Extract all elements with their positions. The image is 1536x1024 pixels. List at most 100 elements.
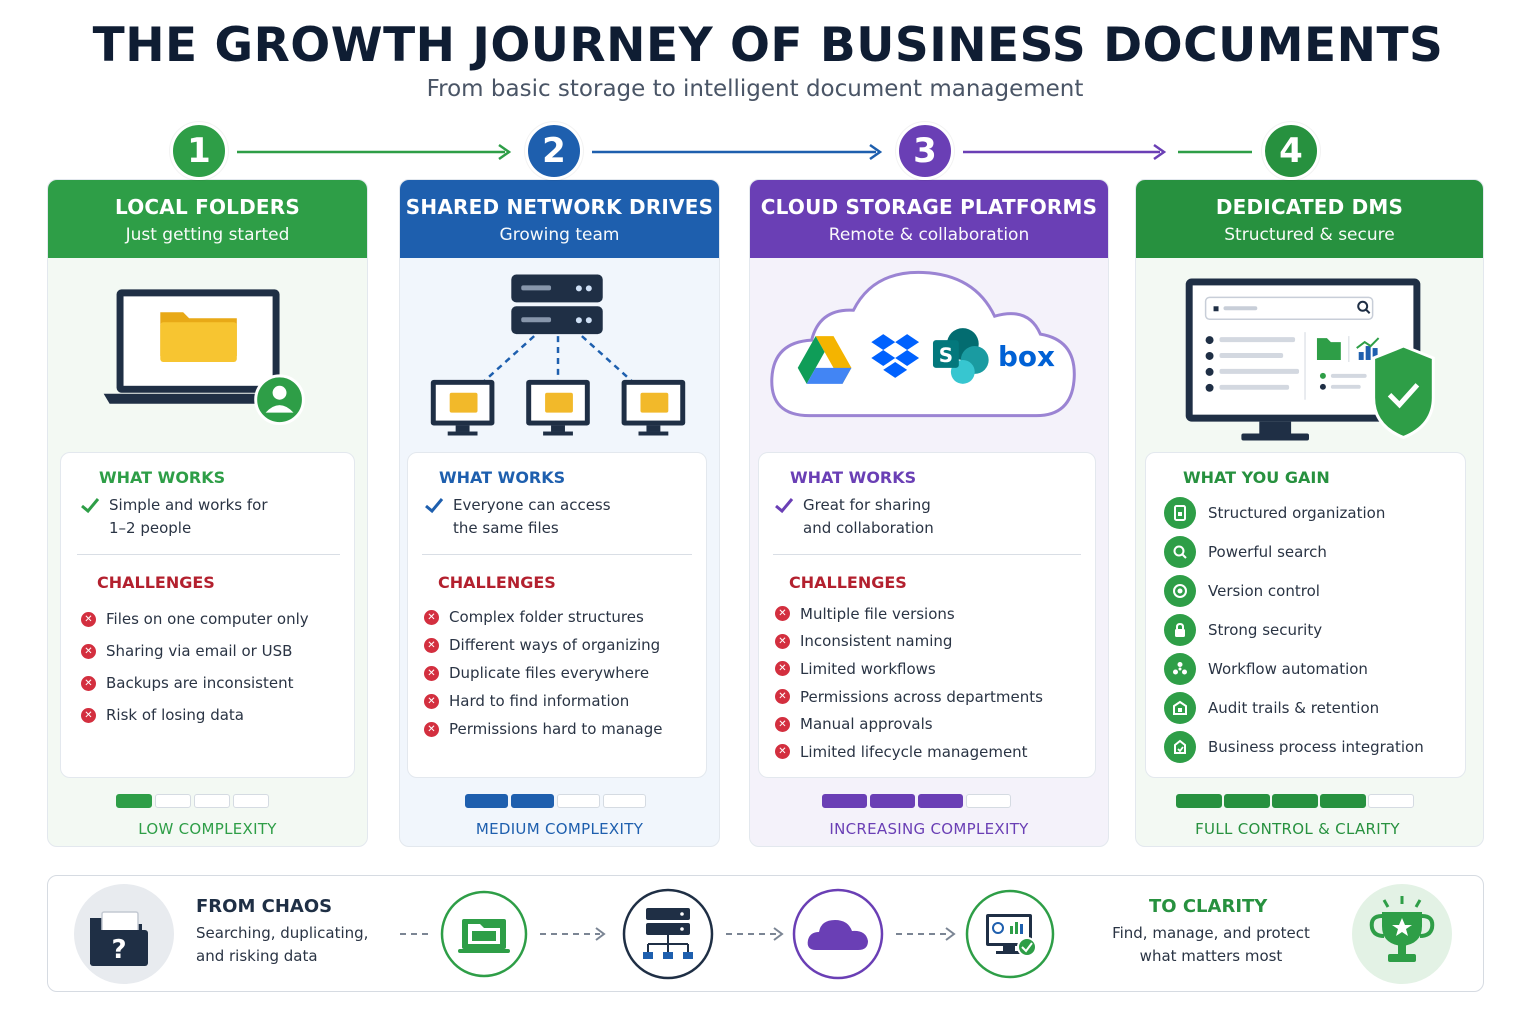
challenge-item: ✕Permissions hard to manage — [424, 715, 662, 743]
step-badge-4: 4 — [1262, 122, 1320, 180]
page-subtitle: From basic storage to intelligent docume… — [426, 76, 1084, 102]
complexity-segment — [511, 794, 554, 808]
stage-card-dedicated-dms: DEDICATED DMS Structured & secure WHAT Y… — [1135, 179, 1484, 847]
x-circle-icon: ✕ — [81, 643, 96, 659]
works-line-1: Simple and works for — [109, 496, 268, 514]
gain-item: Strong security — [1164, 610, 1424, 649]
laptop-folder-illustration — [103, 289, 305, 426]
chaos-folder-icon: ? — [74, 884, 174, 984]
svg-text:S: S — [939, 344, 953, 367]
complexity-segment — [194, 794, 230, 808]
dms-dashboard-illustration — [1185, 278, 1435, 441]
card-header: CLOUD STORAGE PLATFORMS Remote & collabo… — [750, 180, 1108, 258]
complexity-segment — [870, 794, 915, 808]
gains-list: Structured organization Powerful search … — [1164, 493, 1424, 766]
challenge-item: ✕Files on one computer only — [81, 603, 309, 635]
cloud-icon — [770, 270, 1076, 418]
stage-icon-cloud — [792, 888, 884, 980]
challenges-list: ✕Multiple file versions ✕Inconsistent na… — [775, 600, 1043, 766]
complexity-segment — [822, 794, 867, 808]
works-label: WHAT WORKS — [790, 468, 917, 487]
archive-icon — [1164, 691, 1196, 724]
dash-arrowhead-1 — [595, 927, 606, 941]
stage-icon-dms — [965, 889, 1055, 979]
google-drive-icon — [797, 336, 852, 384]
gain-item: Powerful search — [1164, 532, 1424, 571]
challenge-item: ✕Duplicate files everywhere — [424, 659, 662, 687]
workflow-icon — [1164, 652, 1196, 685]
card-title: LOCAL FOLDERS — [115, 195, 300, 219]
works-line-2: 1–2 people — [109, 519, 192, 537]
folder-icon — [160, 312, 237, 362]
to-title: TO CLARITY — [1149, 896, 1268, 917]
step-badge-2: 2 — [525, 122, 583, 180]
works-line-1: Great for sharing — [803, 496, 931, 514]
page-title: THE GROWTH JOURNEY OF BUSINESS DOCUMENTS — [92, 18, 1444, 73]
card-subtitle: Structured & secure — [1224, 225, 1395, 245]
card-header: DEDICATED DMS Structured & secure — [1136, 180, 1483, 258]
works-line-2: the same files — [453, 519, 559, 537]
server-icon — [511, 274, 603, 335]
laptop-base — [103, 393, 293, 404]
check-icon — [81, 498, 100, 514]
x-circle-icon: ✕ — [81, 611, 96, 627]
challenge-item: ✕Different ways of organizing — [424, 631, 662, 659]
magnifier-icon — [1164, 535, 1196, 568]
from-title: FROM CHAOS — [196, 896, 333, 917]
lock-icon — [1164, 613, 1196, 646]
to-line-2: what matters most — [1139, 947, 1283, 965]
complexity-segment — [1272, 794, 1318, 808]
card-subtitle: Remote & collaboration — [828, 225, 1030, 245]
monitor-icon-right — [621, 379, 686, 436]
gain-item: Audit trails & retention — [1164, 688, 1424, 727]
arrowhead-3-4 — [1153, 143, 1167, 161]
card-title: CLOUD STORAGE PLATFORMS — [760, 195, 1098, 219]
x-circle-icon: ✕ — [775, 744, 790, 760]
complexity-segment — [155, 794, 191, 808]
complexity-segment — [918, 794, 963, 808]
bar-chart-icon — [1356, 337, 1380, 360]
complexity-label: FULL CONTROL & CLARITY — [1195, 820, 1400, 838]
x-circle-icon: ✕ — [775, 716, 790, 732]
x-circle-icon: ✕ — [81, 675, 96, 691]
x-circle-icon: ✕ — [775, 633, 790, 649]
works-label: WHAT WORKS — [439, 468, 566, 487]
challenge-item: ✕Manual approvals — [775, 710, 1043, 738]
challenge-item: ✕Limited lifecycle management — [775, 738, 1043, 766]
version-gear-icon — [1164, 574, 1196, 607]
info-panel: WHAT YOU GAIN Structured organization Po… — [1145, 452, 1466, 778]
x-circle-icon: ✕ — [424, 637, 439, 653]
complexity-segment — [603, 794, 646, 808]
gain-item: Version control — [1164, 571, 1424, 610]
shield-check-icon — [1372, 344, 1435, 440]
challenge-item: ✕Risk of losing data — [81, 699, 309, 731]
check-icon — [775, 498, 794, 514]
works-item: Everyone can access the same files — [423, 494, 611, 540]
list-lines — [1205, 336, 1300, 392]
complexity-meter — [822, 794, 1011, 808]
challenges-list: ✕Files on one computer only ✕Sharing via… — [81, 603, 309, 731]
works-label: WHAT WORKS — [99, 468, 226, 487]
challenges-label: CHALLENGES — [97, 573, 215, 592]
challenge-item: ✕Inconsistent naming — [775, 628, 1043, 656]
gain-item: Business process integration — [1164, 727, 1424, 766]
chaos-to-clarity-strip: ? FROM CHAOS Searching, duplicating, and… — [47, 875, 1484, 992]
works-line-1: Everyone can access — [453, 496, 611, 514]
stage-icon-server — [622, 888, 714, 980]
sharepoint-icon: S — [932, 328, 989, 384]
question-mark: ? — [111, 935, 126, 965]
card-subtitle: Just getting started — [125, 225, 290, 245]
complexity-segment — [1224, 794, 1270, 808]
stage-card-cloud-storage: CLOUD STORAGE PLATFORMS Remote & collabo… — [749, 179, 1109, 847]
card-subtitle: Growing team — [499, 225, 620, 245]
gain-item: Workflow automation — [1164, 649, 1424, 688]
step-badge-1: 1 — [170, 122, 228, 180]
complexity-segment — [116, 794, 152, 808]
x-circle-icon: ✕ — [424, 609, 439, 625]
challenges-label: CHALLENGES — [789, 573, 907, 592]
x-circle-icon: ✕ — [81, 707, 96, 723]
card-title: SHARED NETWORK DRIVES — [405, 195, 714, 219]
arrowhead-2-3 — [869, 143, 883, 161]
card-title: DEDICATED DMS — [1215, 195, 1404, 219]
complexity-segment — [966, 794, 1011, 808]
